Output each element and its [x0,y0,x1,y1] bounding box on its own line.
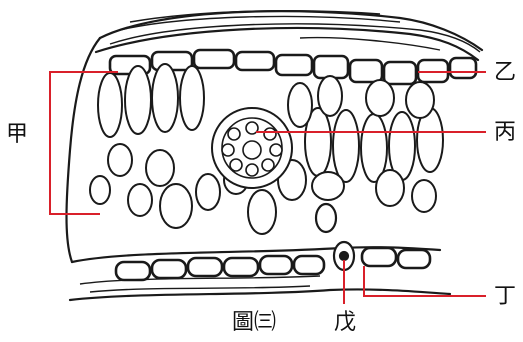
lower-surface-lines [80,276,320,292]
label-yi: 乙 [494,62,516,84]
palisade-cells-left [98,64,204,137]
label-jia: 甲 [6,124,28,146]
label-wu: 戊 [334,312,356,334]
vascular-bundle [222,118,282,178]
palisade-cells-right [288,76,443,182]
cuticle-layers [110,11,480,52]
label-bing: 丙 [494,122,516,144]
figure-caption: 圖㈢ [232,312,276,334]
label-ding: 丁 [494,286,516,308]
